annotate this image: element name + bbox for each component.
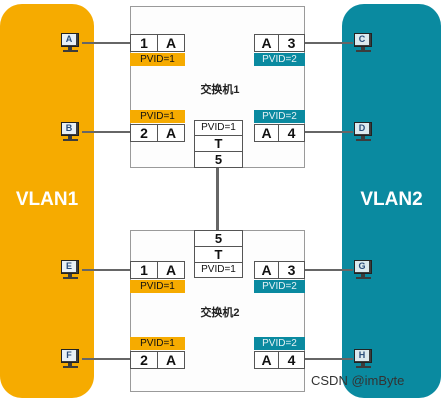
link-g bbox=[305, 269, 353, 271]
switch1-name: 交换机1 bbox=[200, 84, 240, 96]
host-h-label: H bbox=[355, 350, 369, 361]
host-e-label: E bbox=[62, 261, 76, 272]
sw2-port1-pvid: PVID=1 bbox=[130, 280, 185, 293]
host-g-computer-icon: G bbox=[353, 260, 375, 282]
vlan1-label: VLAN1 bbox=[15, 189, 79, 210]
link-f bbox=[82, 358, 130, 360]
sw1-trunk-mode: T bbox=[194, 135, 243, 152]
trunk-link bbox=[216, 168, 219, 230]
link-a bbox=[82, 42, 130, 44]
sw1-port2-tag: A bbox=[157, 124, 185, 142]
link-b bbox=[82, 131, 130, 133]
sw2-port2-tag: A bbox=[157, 351, 185, 369]
link-d bbox=[305, 131, 353, 133]
sw1-port1-tag: A bbox=[157, 34, 185, 52]
host-h-computer-icon: H bbox=[353, 349, 375, 371]
sw2-trunk-mode: T bbox=[194, 246, 243, 263]
sw2-port2-num: 2 bbox=[130, 351, 158, 369]
host-d-computer-icon: D bbox=[353, 122, 375, 144]
sw1-port2-pvid: PVID=1 bbox=[130, 110, 185, 123]
link-e bbox=[82, 269, 130, 271]
sw2-trunk-num: 5 bbox=[194, 230, 243, 247]
sw1-port4-tag: A bbox=[254, 124, 279, 142]
sw1-port3-pvid: PVID=2 bbox=[254, 53, 305, 66]
switch2-name: 交换机2 bbox=[200, 307, 240, 319]
sw1-trunk-num: 5 bbox=[194, 151, 243, 168]
sw2-port4-pvid: PVID=2 bbox=[254, 337, 305, 350]
host-b-computer-icon: B bbox=[60, 122, 82, 144]
host-c-label: C bbox=[355, 34, 369, 45]
sw1-port1-num: 1 bbox=[130, 34, 158, 52]
sw1-port1-pvid: PVID=1 bbox=[130, 53, 185, 66]
host-c-computer-icon: C bbox=[353, 33, 375, 55]
host-a-label: A bbox=[62, 34, 76, 45]
host-a-computer-icon: A bbox=[60, 33, 82, 55]
host-d-label: D bbox=[355, 123, 369, 134]
host-b-label: B bbox=[62, 123, 76, 134]
sw2-port1-tag: A bbox=[157, 261, 185, 279]
sw1-trunk-pvid: PVID=1 bbox=[194, 120, 243, 136]
sw2-port3-num: 3 bbox=[278, 261, 305, 279]
sw2-port1-num: 1 bbox=[130, 261, 158, 279]
host-f-computer-icon: F bbox=[60, 349, 82, 371]
sw1-port3-num: 3 bbox=[278, 34, 305, 52]
sw2-trunk-pvid: PVID=1 bbox=[194, 262, 243, 278]
sw2-port3-pvid: PVID=2 bbox=[254, 280, 305, 293]
link-c bbox=[305, 42, 353, 44]
sw1-port3-tag: A bbox=[254, 34, 279, 52]
sw1-port2-num: 2 bbox=[130, 124, 158, 142]
host-f-label: F bbox=[62, 350, 76, 361]
sw2-port4-num: 4 bbox=[278, 351, 305, 369]
sw1-port4-pvid: PVID=2 bbox=[254, 110, 305, 123]
sw2-port4-tag: A bbox=[254, 351, 279, 369]
host-e-computer-icon: E bbox=[60, 260, 82, 282]
sw2-port2-pvid: PVID=1 bbox=[130, 337, 185, 350]
vlan2-label: VLAN2 bbox=[360, 189, 423, 210]
sw2-port3-tag: A bbox=[254, 261, 279, 279]
host-g-label: G bbox=[355, 261, 369, 272]
vlan1-band bbox=[0, 4, 94, 398]
sw1-port4-num: 4 bbox=[278, 124, 305, 142]
watermark: CSDN @imByte bbox=[311, 373, 405, 388]
link-h bbox=[305, 358, 353, 360]
vlan2-band bbox=[342, 4, 441, 398]
